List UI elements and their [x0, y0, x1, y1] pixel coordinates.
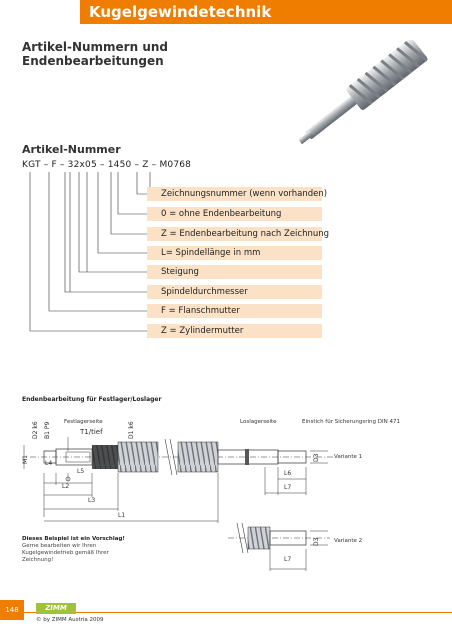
label-l7-variante2: L7: [284, 556, 292, 563]
label-flanschmutter: F = Flanschmutter: [147, 304, 322, 318]
header-bar: [80, 0, 452, 24]
page-number: 148: [0, 600, 24, 620]
label-b1: B1 P9: [44, 421, 51, 439]
article-leader-lines: [29, 172, 151, 332]
label-variante1: Variante 1: [334, 454, 363, 460]
label-m1: M1: [22, 455, 29, 464]
ballscrew-photo: [298, 40, 428, 145]
footer-copyright: © by ZIMM Austria 2009: [36, 617, 104, 623]
label-ohne-endenbearbeitung: 0 = ohne Endenbearbeitung: [147, 207, 322, 221]
label-loslagerseite: Loslagerseite: [240, 419, 277, 425]
note-title: Dieses Beispiel ist ein Vorschlag!: [22, 536, 125, 542]
label-variante2: Variante 2: [334, 538, 363, 544]
label-d3-variante1: D3: [313, 453, 320, 462]
section-title: Artikel-Nummern und Endenbearbeitungen: [22, 40, 168, 68]
label-l7-variante1: L7: [284, 484, 292, 491]
label-l1: L1: [118, 512, 126, 519]
end-machining-drawing: [23, 437, 335, 571]
label-l2: L2: [62, 483, 70, 490]
drawing-heading: Endenbearbeitung für Festlager/Loslager: [22, 396, 162, 403]
section-title-line-2: Endenbearbeitungen: [22, 54, 164, 68]
label-d1: D1 k6: [128, 421, 135, 439]
label-t1: T1/tief: [80, 428, 103, 436]
label-einstich: Einstich für Sicherungsring DIN 471: [302, 419, 400, 425]
article-code: KGT – F – 32x05 – 1450 – Z – M0768: [22, 160, 192, 170]
label-spindellaenge: L= Spindellänge in mm: [147, 246, 322, 260]
label-zeichnungsnummer: Zeichnungsnummer (wenn vorhanden): [147, 187, 327, 201]
section-title-line-1: Artikel-Nummern und: [22, 40, 168, 54]
note-body: Gerne bearbeiten wir Ihren Kugelgewindet…: [22, 543, 109, 563]
label-d3-variante2: D3: [313, 537, 320, 546]
label-steigung: Steigung: [147, 265, 322, 279]
label-spindeldurchmesser: Spindeldurchmesser: [147, 285, 322, 299]
label-endenbearbeitung-zeichnung: Z = Endenbearbeitung nach Zeichnung: [147, 227, 329, 241]
page-title: Kugelgewindetechnik: [89, 3, 272, 21]
footer-divider: [0, 612, 452, 613]
label-zylindermutter: Z = Zylindermutter: [147, 324, 322, 338]
label-l4: L4: [45, 460, 53, 467]
label-l6: L6: [284, 470, 292, 477]
label-d2: D2 k6: [32, 421, 39, 439]
label-festlagerseite: Festlagerseite: [64, 419, 103, 425]
label-l3: L3: [88, 497, 96, 504]
zimm-logo: ZIMM: [36, 603, 76, 614]
label-l5: L5: [77, 468, 85, 475]
article-heading: Artikel-Nummer: [22, 143, 121, 156]
